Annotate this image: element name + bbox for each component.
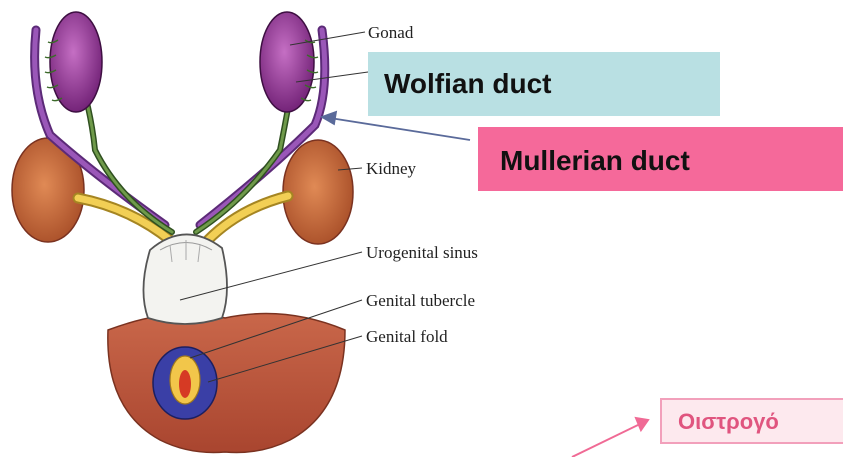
- estrogen-callout: Οιστρογό: [660, 398, 843, 444]
- wolfian-duct-callout: Wolfian duct: [368, 52, 720, 116]
- label-gonad: Gonad: [368, 24, 413, 41]
- label-kidney: Kidney: [366, 160, 416, 177]
- body-base: [108, 314, 345, 453]
- gonad-left: [50, 12, 102, 112]
- kidney-right: [283, 140, 353, 244]
- label-genital-tubercle: Genital tubercle: [366, 292, 475, 309]
- mullerian-duct-callout: Mullerian duct: [478, 127, 843, 191]
- estrogen-arrow: [572, 418, 648, 457]
- mullerian-arrow: [322, 112, 470, 140]
- gonad-right: [260, 12, 314, 112]
- label-genital-fold: Genital fold: [366, 328, 448, 345]
- label-urogenital-sinus: Urogenital sinus: [366, 244, 478, 261]
- urogenital-sinus: [143, 234, 227, 324]
